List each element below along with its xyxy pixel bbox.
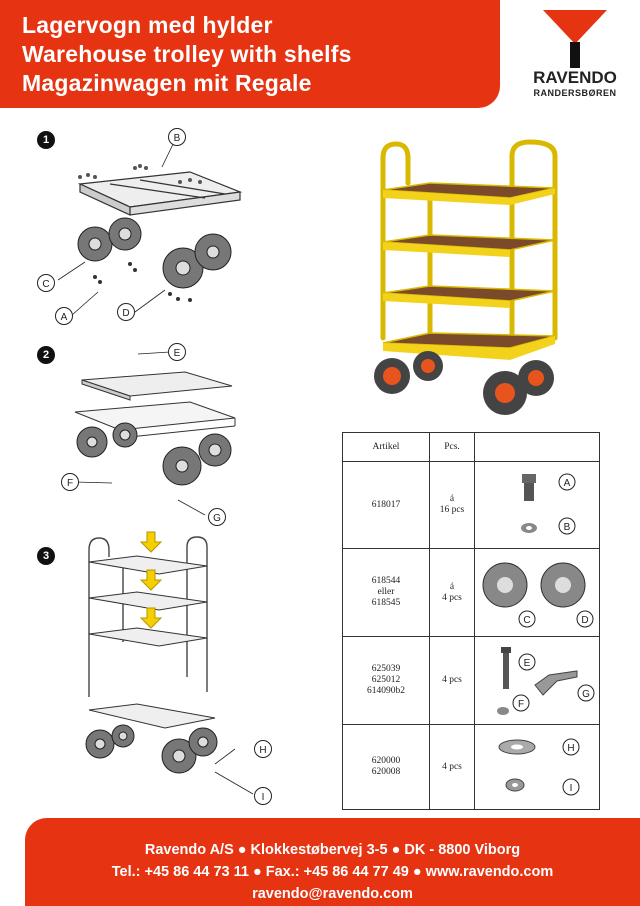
callout-i: I [254, 787, 272, 805]
footer-phone: Tel.: +45 86 44 73 11 ● Fax.: +45 86 44 … [111, 864, 554, 880]
step-3-illustration [85, 531, 254, 795]
trolley-photo [374, 139, 558, 415]
pcs-prefix: á [449, 494, 455, 504]
title-danish: Lagervogn med hylder [22, 12, 273, 38]
logo-sub: RANDERSBØREN [533, 88, 617, 98]
part-label-e: E [524, 658, 531, 669]
pcs-count: 4 pcs [442, 761, 462, 772]
callout-d: D [117, 303, 135, 321]
header-artikel: Artikel [342, 432, 430, 462]
callout-f: F [61, 473, 79, 491]
ravendo-logo: RAVENDO RANDERSBØREN [518, 8, 632, 108]
step-2-badge: 2 [37, 346, 55, 364]
ravendo-logo-mark [543, 10, 607, 68]
article-number: 614090b2 [367, 686, 405, 696]
pcs-count: 4 pcs [442, 675, 462, 685]
caster-wheels-icon: C D [482, 562, 594, 628]
washer-and-nut-icon: H I [498, 738, 580, 796]
article-number: 618017 [371, 499, 401, 510]
part-label-h: H [567, 743, 574, 754]
callout-g: G [208, 508, 226, 526]
svg-text:F: F [67, 478, 73, 489]
bolt-and-nut-icon: A B [521, 473, 576, 535]
part-label-i: I [570, 783, 573, 794]
part-label-g: G [582, 689, 590, 700]
title-german: Magazinwagen mit Regale [22, 70, 312, 96]
svg-text:G: G [213, 513, 221, 524]
article-number: 625039 [371, 664, 401, 674]
article-number: 625012 [371, 675, 401, 685]
pcs-count: 16 pcs [439, 505, 465, 515]
footer-email: ravendo@ravendo.com [252, 886, 413, 902]
article-alt-word: eller [377, 587, 395, 597]
svg-text:A: A [61, 312, 68, 323]
header-banner: Lagervogn med hylder Warehouse trolley w… [0, 0, 500, 108]
part-label-d: D [581, 615, 588, 626]
callout-b: B [168, 128, 186, 146]
table-header-row: Artikel Pcs. [342, 432, 600, 462]
article-number: 618545 [371, 598, 401, 608]
pcs-count: 4 pcs [442, 592, 462, 603]
footer-banner: Ravendo A/S ● Klokkestøbervej 3-5 ● DK -… [25, 818, 640, 906]
svg-text:H: H [259, 745, 266, 756]
logo-name: RAVENDO [533, 68, 617, 87]
callout-a: A [55, 307, 73, 325]
title-english: Warehouse trolley with shelfs [22, 41, 352, 67]
callout-c: C [37, 274, 55, 292]
step-2-illustration [74, 351, 236, 516]
svg-text:B: B [174, 133, 181, 144]
part-label-f: F [518, 699, 524, 710]
header-pcs: Pcs. [429, 432, 475, 462]
svg-text:E: E [174, 348, 181, 359]
article-number: 618544 [371, 576, 401, 586]
svg-text:D: D [122, 308, 129, 319]
callout-h: H [254, 740, 272, 758]
article-number: 620008 [371, 767, 401, 777]
callout-e: E [168, 343, 186, 361]
part-label-c: C [523, 615, 530, 626]
bolt-bracket-nut-icon: E F G [497, 647, 595, 715]
step-1-badge: 1 [37, 131, 55, 149]
step-3-badge: 3 [37, 547, 55, 565]
article-number: 620000 [371, 756, 401, 766]
pcs-prefix: á [449, 581, 455, 592]
step-1-illustration [57, 139, 243, 316]
part-label-b: B [564, 522, 571, 533]
footer-address: Ravendo A/S ● Klokkestøbervej 3-5 ● DK -… [144, 842, 521, 858]
svg-text:C: C [42, 279, 49, 290]
svg-text:I: I [262, 792, 265, 803]
header-parts [474, 432, 600, 462]
part-label-a: A [564, 478, 571, 489]
